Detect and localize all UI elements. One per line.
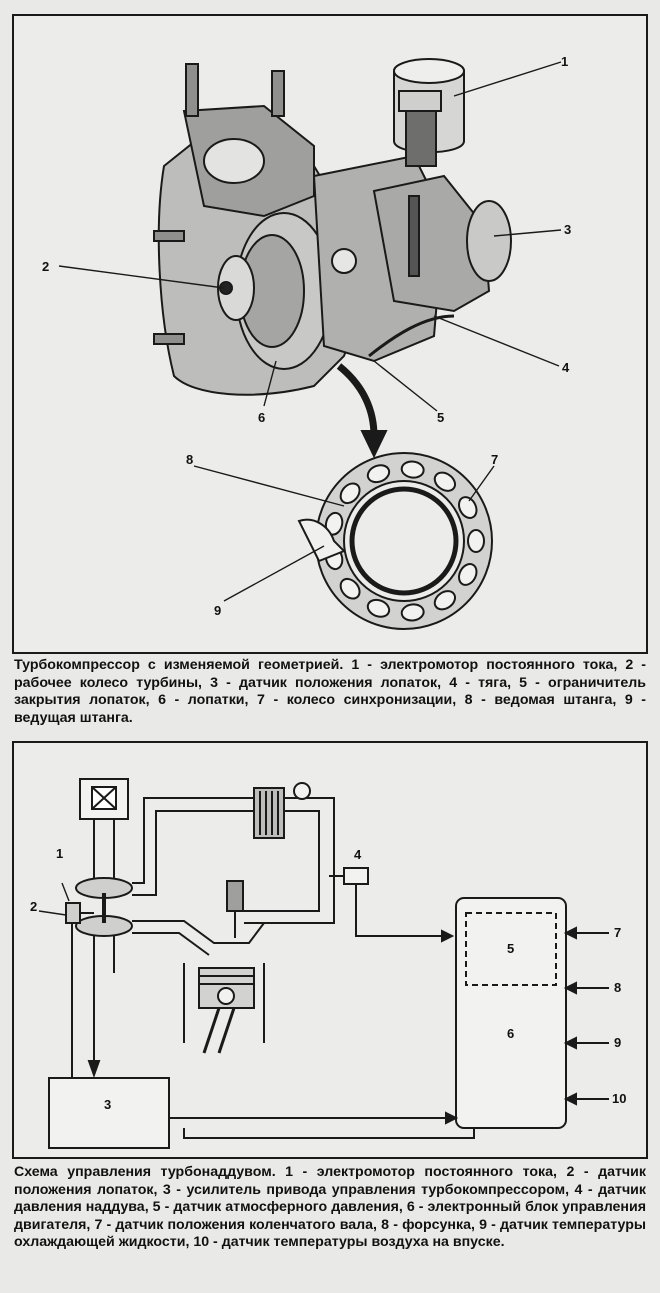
nozzle-vane bbox=[458, 496, 478, 519]
fig2-label-10: 10 bbox=[612, 1091, 627, 1106]
nozzle-vane bbox=[339, 482, 361, 505]
nozzle-vane bbox=[467, 529, 485, 553]
nozzle-vane bbox=[433, 471, 457, 492]
nozzle-vane bbox=[400, 460, 425, 479]
fig2-label-2: 2 bbox=[30, 899, 38, 914]
fig1-label-5: 5 bbox=[437, 410, 445, 425]
nozzle-vane bbox=[339, 577, 361, 600]
fig2-label-3: 3 bbox=[104, 1097, 112, 1112]
fig2-label-4: 4 bbox=[354, 847, 362, 862]
turbocharger-illustration bbox=[58, 58, 562, 630]
fig2-label-1: 1 bbox=[56, 846, 64, 861]
fig1-label-6: 6 bbox=[258, 410, 266, 425]
fig1-label-9: 9 bbox=[214, 603, 222, 618]
nozzle-vane bbox=[458, 563, 478, 586]
fig1-label-4: 4 bbox=[562, 360, 570, 375]
figure-1-frame: 1 2 3 4 5 6 7 8 9 bbox=[12, 14, 648, 654]
figure-1-caption: Турбокомпрессор с изменяемой геометрией.… bbox=[14, 657, 646, 726]
nozzle-vane bbox=[366, 464, 391, 484]
nozzle-vane bbox=[366, 598, 391, 618]
fig2-label-6: 6 bbox=[507, 1026, 515, 1041]
fig1-label-7: 7 bbox=[491, 452, 499, 467]
fig1-label-1: 1 bbox=[561, 54, 569, 69]
fig1-label-2: 2 bbox=[42, 259, 50, 274]
fig2-label-5: 5 bbox=[507, 941, 515, 956]
fig2-label-7: 7 bbox=[614, 925, 622, 940]
turbo-control-diagram bbox=[38, 778, 609, 1149]
fig2-label-9: 9 bbox=[614, 1035, 622, 1050]
figure-2-caption: Схема управления турбонаддувом. 1 - элек… bbox=[14, 1164, 646, 1251]
fig2-label-8: 8 bbox=[614, 980, 622, 995]
nozzle-vane bbox=[433, 590, 457, 611]
fig1-label-8: 8 bbox=[186, 452, 194, 467]
nozzle-vane bbox=[400, 603, 425, 622]
figure-2-frame: 1 2 3 4 5 6 7 8 9 10 bbox=[12, 741, 648, 1159]
fig1-label-3: 3 bbox=[564, 222, 572, 237]
